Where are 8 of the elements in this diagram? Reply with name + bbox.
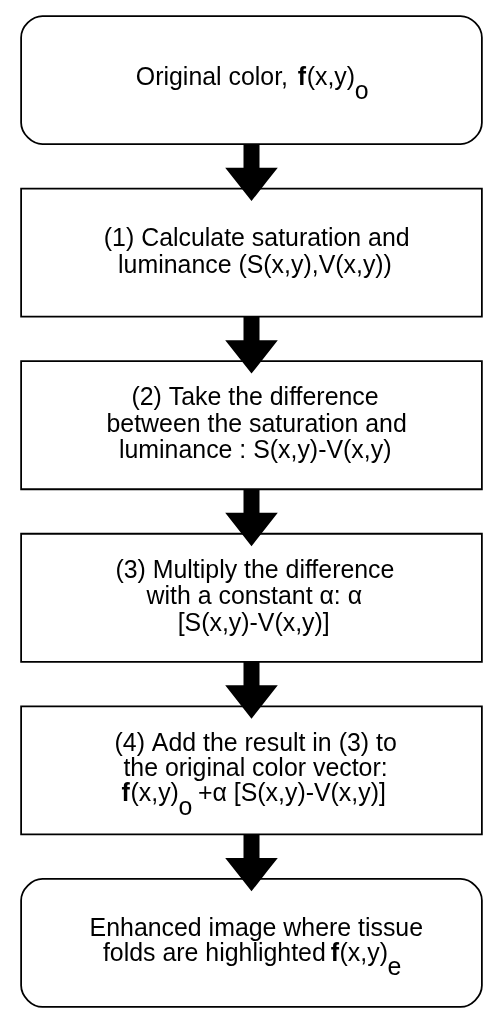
node-box: (2) Take the difference between the saturation and luminance : S(x,y)-V(x,y)	[20, 360, 483, 491]
arrow	[225, 316, 278, 374]
node-box: (1) Calculate saturation and luminance (S(x,y),V(x,y))	[20, 187, 483, 318]
arrow	[225, 144, 278, 202]
arrow	[225, 834, 278, 892]
arrow	[225, 489, 278, 547]
node-box: (3) Multiply the difference with a constant α: α [S(x,y)-V(x,y)]	[20, 532, 483, 663]
arrow	[225, 662, 278, 719]
